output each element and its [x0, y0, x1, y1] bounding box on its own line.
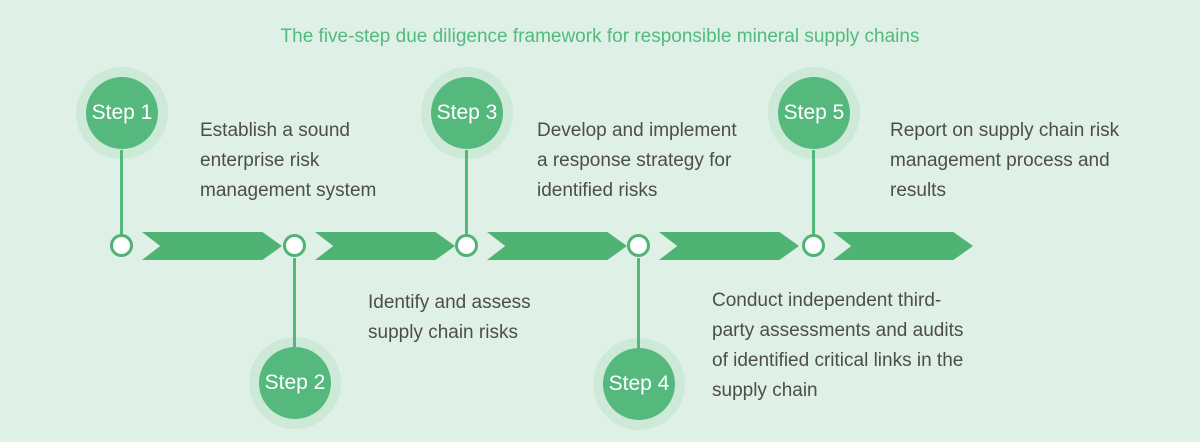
timeline-node-3	[455, 234, 478, 257]
step1-connector-line	[120, 150, 123, 235]
step4-description: Conduct independent third- party assessm…	[712, 290, 964, 401]
timeline-arrow-3-icon	[487, 232, 627, 260]
step3-connector-line	[465, 150, 468, 235]
diagram-title: The five-step due diligence framework fo…	[280, 26, 920, 47]
timeline-arrow-5-icon	[833, 232, 973, 260]
step2-label: Step 2	[264, 371, 326, 394]
step2-circle: Step 2	[259, 347, 331, 419]
step2-description: Identify and assess supply chain risks	[368, 292, 531, 343]
step5-description: Report on supply chain risk management p…	[890, 120, 1120, 201]
timeline-node-2	[283, 234, 306, 257]
step1-label: Step 1	[91, 101, 153, 124]
step1-description: Establish a sound enterprise risk manage…	[200, 120, 377, 201]
step3-label: Step 3	[436, 101, 498, 124]
timeline-arrow-2-icon	[315, 232, 455, 260]
step5-connector-line	[812, 150, 815, 235]
step4-circle: Step 4	[603, 348, 675, 420]
step3-description: Develop and implement a response strateg…	[537, 120, 737, 201]
step4-connector-line	[637, 258, 640, 348]
timeline-node-4	[627, 234, 650, 257]
step2-connector-line	[293, 258, 296, 348]
timeline-node-5	[802, 234, 825, 257]
timeline-node-1	[110, 234, 133, 257]
step4-label: Step 4	[608, 372, 670, 395]
step3-circle: Step 3	[431, 77, 503, 149]
step1-circle: Step 1	[86, 77, 158, 149]
step5-label: Step 5	[783, 101, 845, 124]
step5-circle: Step 5	[778, 77, 850, 149]
timeline-arrow-1-icon	[142, 232, 282, 260]
timeline-arrow-4-icon	[659, 232, 799, 260]
